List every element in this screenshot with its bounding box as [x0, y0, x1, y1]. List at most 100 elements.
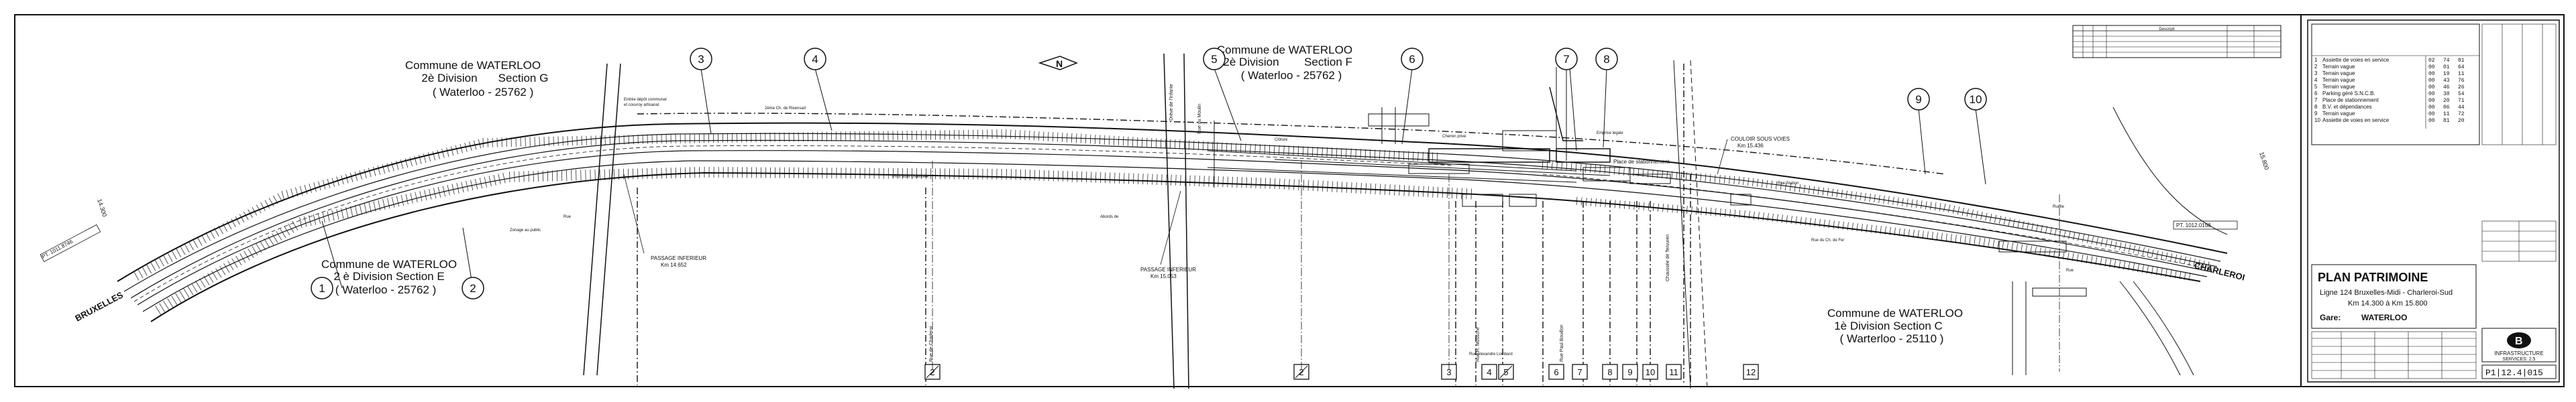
svg-text:Rue du Moulin: Rue du Moulin [1197, 104, 1202, 134]
svg-text:Terrain vague: Terrain vague [2322, 111, 2355, 117]
svg-text:00: 00 [2428, 71, 2435, 77]
svg-text:9: 9 [1915, 93, 1921, 106]
reference-box-5: 5 [1498, 364, 1514, 380]
svg-text:8: 8 [2314, 104, 2318, 110]
svg-text:7: 7 [1563, 53, 1569, 66]
svg-text:2ème Ch. de Rixensart: 2ème Ch. de Rixensart [765, 107, 806, 111]
svg-text:26: 26 [2458, 84, 2465, 90]
svg-text:1: 1 [2314, 57, 2318, 63]
svg-text:Rue de Charleroi: Rue de Charleroi [929, 326, 934, 362]
leader-lines [321, 68, 1986, 289]
svg-text:PASSAGE INFERIEUR: PASSAGE INFERIEUR [1140, 267, 1196, 273]
svg-text:2: 2 [2314, 64, 2318, 70]
svg-text:01: 01 [2443, 64, 2450, 70]
svg-text:Terrain vague: Terrain vague [2322, 64, 2355, 70]
svg-text:00: 00 [2428, 98, 2435, 104]
svg-text:8: 8 [1607, 367, 1612, 377]
svg-text:Emprise légale: Emprise légale [1597, 131, 1623, 135]
svg-text:Rue Station: Rue Station [1778, 182, 1799, 186]
svg-text:3: 3 [2314, 70, 2318, 76]
track-4 [142, 160, 2208, 312]
parcel-circle-1: 1 [311, 277, 333, 299]
svg-text:( Waterloo - 25762 ): ( Waterloo - 25762 ) [1241, 69, 1342, 82]
svg-text:71: 71 [2458, 98, 2465, 104]
svg-text:74: 74 [2443, 58, 2450, 64]
north-arrow-label: N [1056, 58, 1063, 69]
svg-text:2è Division: 2è Division [421, 72, 477, 84]
pt-left: PT. 1011.8746 [41, 239, 74, 260]
building-parking-1 [1368, 113, 1430, 127]
svg-text:( Waterloo - 25762 ): ( Waterloo - 25762 ) [433, 86, 534, 98]
svg-text:Rue du Ch. de Fer: Rue du Ch. de Fer [1811, 239, 1844, 243]
org-line-2: SERVICES: 2.5 [2503, 357, 2536, 362]
signature-grid [2311, 331, 2477, 379]
north-arrow: N [1038, 56, 1079, 70]
svg-text:Drève de l'Infante: Drève de l'Infante [1169, 84, 1174, 121]
legend-table: Descripti [2072, 25, 2282, 58]
org-line-1: INFRASTRUCTURE [2494, 350, 2543, 356]
svg-text:3: 3 [1446, 367, 1451, 377]
svg-text:9: 9 [1627, 367, 1632, 377]
svg-text:Rue Paul Bouillon: Rue Paul Bouillon [1560, 324, 1564, 362]
road-east-south [2119, 281, 2181, 376]
svg-text:Entrée dépôt communal: Entrée dépôt communal [624, 98, 667, 102]
passage-inferieur-1: PASSAGE INFERIEUR Km 14.652 [623, 174, 706, 268]
svg-text:7: 7 [1577, 367, 1582, 377]
svg-text:4: 4 [1487, 367, 1491, 377]
road-right-vertical [1673, 60, 1691, 389]
parking-label: Place de stationnement [1613, 159, 1670, 165]
couloir-sous-voies: COULOIR SOUS VOIES Km 15.436 [1717, 136, 1790, 175]
pt-right: PT. 1012.0158 [2176, 222, 2211, 228]
railway-corridor [117, 122, 2228, 322]
roads [583, 53, 2228, 389]
svg-text:Parking géré S.N.C.B.: Parking géré S.N.C.B. [2322, 90, 2375, 96]
title-block-km: Km 14.300 à Km 15.800 [2348, 299, 2428, 308]
road-left-vertical [583, 63, 608, 376]
svg-text:COULOIR SOUS VOIES: COULOIR SOUS VOIES [1731, 136, 1790, 142]
svg-text:11: 11 [1669, 367, 1678, 377]
svg-text:00: 00 [2428, 91, 2435, 97]
svg-text:1è Division Section C: 1è Division Section C [1834, 320, 1943, 332]
svg-text:72: 72 [2458, 111, 2465, 117]
svg-text:10: 10 [2314, 117, 2320, 123]
parcel-circle-3: 3 [690, 48, 712, 70]
box-drop-lines [932, 161, 2060, 372]
reference-box-4: 4 [1481, 364, 1497, 380]
track-2 [130, 139, 2218, 299]
svg-text:2è Division: 2è Division [1223, 56, 1279, 68]
svg-text:3: 3 [698, 53, 704, 66]
reference-box-7: 7 [1572, 364, 1588, 380]
svg-text:Terrain vague: Terrain vague [2322, 70, 2355, 76]
svg-text:Rue Alexandre Lombard: Rue Alexandre Lombard [1469, 352, 1513, 356]
svg-text:43: 43 [2443, 78, 2450, 84]
svg-text:7: 7 [2314, 97, 2318, 103]
reference-box-9: 9 [1622, 364, 1638, 380]
sncb-logo-letter: B [2515, 336, 2523, 347]
road-center-vertical [1163, 53, 1175, 389]
svg-text:00: 00 [2428, 105, 2435, 111]
svg-text:Km 14.652: Km 14.652 [661, 262, 687, 268]
svg-text:Section G: Section G [498, 72, 549, 84]
passage-inferieur-2: PASSAGE INFERIEUR Km 15.053 [1140, 190, 1196, 279]
svg-text:Abords de: Abords de [1100, 215, 1119, 219]
reference-box-11: 11 [1666, 364, 1682, 380]
sheet-border [14, 14, 2565, 387]
commune-label-section-g: Commune de WATERLOO 2è Division Section … [405, 59, 548, 98]
corridor-boundary-south [150, 172, 2201, 322]
svg-text:Clôture: Clôture [1275, 138, 1288, 142]
svg-text:00: 00 [2428, 118, 2435, 124]
svg-text:Km 15.053: Km 15.053 [1150, 273, 1177, 279]
svg-text:4: 4 [2314, 77, 2318, 83]
svg-text:00: 00 [2428, 84, 2435, 90]
corridor-boundary-north [117, 122, 2228, 282]
direction-label-left: BRUXELLES [73, 289, 125, 323]
parcel-circle-2: 2 [462, 277, 484, 299]
reference-box-10: 10 [1642, 364, 1658, 380]
